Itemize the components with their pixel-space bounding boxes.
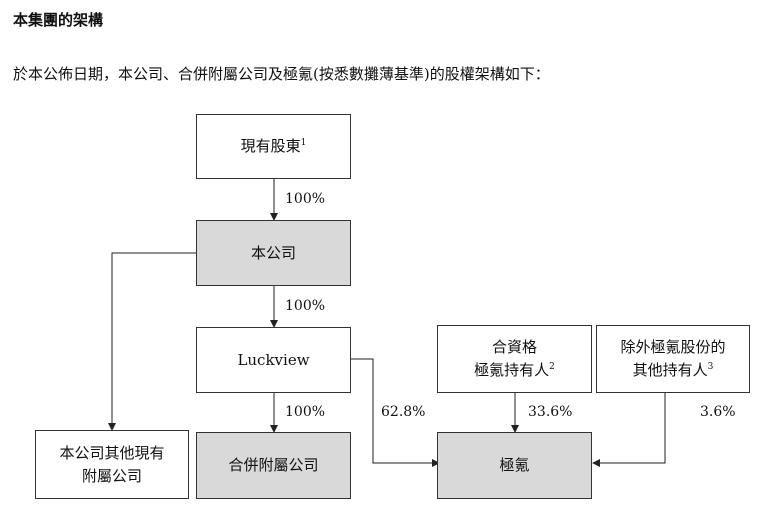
box-existing-shareholders: 現有股東1 [196, 114, 351, 179]
box-qualified-holders: 合資格 極氪持有人2 [437, 325, 592, 393]
pct-company-luckview: 100% [285, 298, 326, 314]
pct-other-holders-zeekr: 3.6% [700, 404, 736, 420]
intro-paragraph: 於本公佈日期，本公司、合併附屬公司及極氪(按悉數攤薄基準)的股權架構如下： [13, 65, 550, 83]
box-luckview: Luckview [196, 327, 351, 393]
box-zeekr: 極氪 [437, 432, 592, 499]
pct-shareholders-company: 100% [285, 191, 326, 207]
box-consolidated-subsidiaries: 合併附屬公司 [196, 432, 351, 499]
box-company: 本公司 [196, 220, 351, 286]
box-other-subsidiaries: 本公司其他現有 附屬公司 [35, 430, 189, 499]
pct-luckview-subsidiaries: 100% [285, 404, 326, 420]
arrow-company-other-subsidiaries [108, 252, 196, 431]
section-heading: 本集團的架構 [13, 11, 104, 29]
pct-qualified-zeekr: 33.6% [528, 404, 573, 420]
arrow-other-holders-zeekr [592, 393, 666, 467]
arrow-luckview-zeekr [350, 358, 440, 467]
box-other-holders: 除外極氪股份的 其他持有人3 [596, 325, 750, 393]
pct-luckview-zeekr: 62.8% [381, 404, 426, 420]
